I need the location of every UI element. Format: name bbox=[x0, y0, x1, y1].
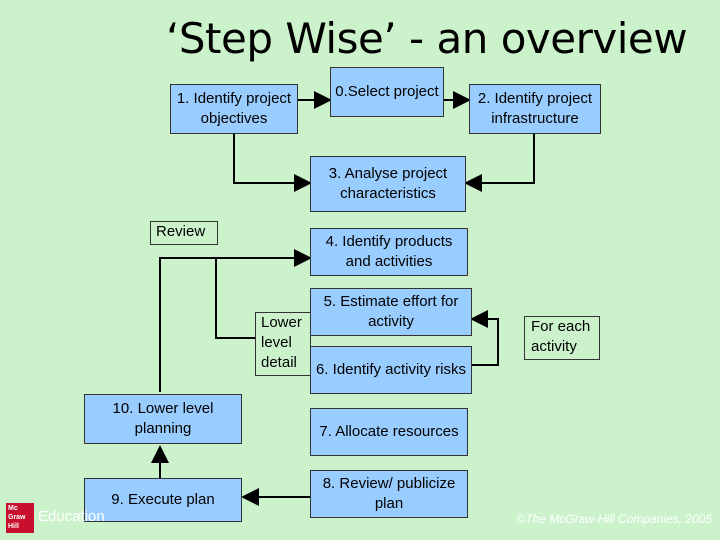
for-each-activity-label: For each activity bbox=[524, 316, 600, 360]
step-6-label: 6. Identify activity risks bbox=[315, 361, 467, 378]
step-9-execute-plan: 9. Execute plan bbox=[84, 478, 242, 522]
step-5-label: 5. Estimate effort for activity bbox=[323, 293, 459, 330]
step-8-review-publicize: 8. Review/ publicize plan bbox=[310, 470, 468, 518]
step-3-analyse-characteristics: 3. Analyse project characteristics bbox=[310, 156, 466, 212]
publisher-logo: Mc Graw Hill bbox=[6, 503, 34, 533]
step-7-allocate-resources: 7. Allocate resources bbox=[310, 408, 468, 456]
step-10-lower-level-planning: 10. Lower level planning bbox=[84, 394, 242, 444]
step-2-label: 2. Identify project infrastructure bbox=[477, 90, 593, 127]
arrow-1-to-3 bbox=[233, 134, 312, 192]
step-0-select-project: 0.Select project bbox=[330, 67, 444, 117]
step-10-label: 10. Lower level planning bbox=[112, 400, 214, 437]
page-title: ‘Step Wise’ - an overview bbox=[166, 14, 688, 63]
step-4-label: 4. Identify products and activities bbox=[325, 233, 453, 270]
copyright-notice: ©The McGraw-Hill Companies, 2005 bbox=[516, 512, 712, 526]
for-each-activity-text: For each activity bbox=[531, 318, 591, 355]
arrow-for-each-loop bbox=[470, 310, 499, 366]
step-7-label: 7. Allocate resources bbox=[319, 423, 459, 440]
lower-level-detail-label: Lower level detail bbox=[255, 312, 311, 376]
publisher-brand: Education bbox=[38, 508, 105, 525]
step-6-identify-risks: 6. Identify activity risks bbox=[310, 346, 472, 394]
step-2-identify-infrastructure: 2. Identify project infrastructure bbox=[469, 84, 601, 134]
step-5-estimate-effort: 5. Estimate effort for activity bbox=[310, 288, 472, 336]
arrow-2-to-3 bbox=[464, 134, 535, 192]
arrow-review-to-4 bbox=[159, 249, 312, 390]
step-8-label: 8. Review/ publicize plan bbox=[322, 475, 456, 512]
lower-level-detail-text: Lower level detail bbox=[261, 314, 302, 371]
review-label-text: Review bbox=[156, 223, 206, 240]
step-3-label: 3. Analyse project characteristics bbox=[328, 165, 448, 202]
arrow-lower-level-to-4 bbox=[215, 258, 255, 339]
step-1-identify-objectives: 1. Identify project objectives bbox=[170, 84, 298, 134]
step-0-label: 0.Select project bbox=[335, 83, 439, 100]
review-label: Review bbox=[150, 221, 218, 245]
step-9-label: 9. Execute plan bbox=[111, 491, 215, 508]
publisher-logo-text: Mc Graw Hill bbox=[8, 505, 26, 530]
step-4-identify-products: 4. Identify products and activities bbox=[310, 228, 468, 276]
step-1-label: 1. Identify project objectives bbox=[176, 90, 292, 127]
